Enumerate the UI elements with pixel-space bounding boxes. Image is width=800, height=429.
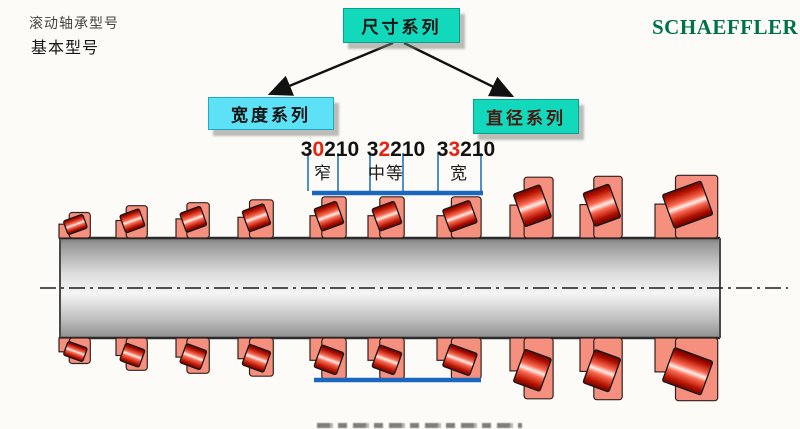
tapered-roller-bearing (436, 337, 482, 380)
tapered-roller-bearing (175, 337, 210, 374)
code-width-digit: 3 (448, 138, 461, 161)
bearing-code-33210: 33210 (420, 138, 512, 162)
width-label-wide: 宽 (450, 164, 468, 183)
tapered-roller-bearing (115, 337, 148, 371)
tapered-roller-bearing (309, 196, 347, 239)
width-label-medium: 中等 (368, 164, 404, 183)
tapered-roller-bearing (175, 202, 210, 239)
code-digit: 3 (436, 138, 449, 161)
flowchart-box-width-series: 宽度系列 (208, 97, 334, 130)
tapered-roller-bearing (58, 211, 91, 239)
tapered-roller-bearing (58, 337, 91, 365)
tapered-roller-bearing (237, 337, 274, 377)
tapered-roller-bearing (579, 175, 623, 239)
flowchart-arrow (403, 41, 515, 98)
code-digits: 210 (460, 138, 496, 161)
tapered-roller-bearing (509, 176, 554, 239)
code-digit: 3 (300, 138, 313, 161)
flowchart-box-label: 尺寸系列 (361, 18, 442, 37)
flowchart-box-label: 直径系列 (486, 109, 566, 128)
schaeffler-logo: SCHAEFFLER (652, 15, 799, 39)
tapered-roller-bearing (237, 199, 274, 239)
tapered-roller-bearing (436, 196, 482, 239)
tapered-roller-bearing (309, 337, 347, 380)
tapered-roller-bearing (579, 337, 623, 401)
code-digits: 210 (390, 138, 426, 161)
tapered-roller-bearing (367, 196, 405, 239)
bearing-code-30210: 30210 (284, 138, 376, 162)
clipped-caption-fragment (317, 423, 522, 428)
flowchart-box-label: 宽度系列 (231, 106, 311, 125)
flowchart-arrow (267, 41, 394, 96)
tapered-roller-bearing (654, 174, 719, 239)
tapered-roller-bearing (115, 205, 148, 239)
code-digits: 210 (324, 138, 360, 161)
watermark-line1: 滚动轴承型号 (29, 17, 119, 32)
code-digit: 3 (366, 138, 379, 161)
flowchart-box-dimension-series: 尺寸系列 (343, 8, 460, 43)
tapered-roller-bearing (367, 337, 405, 380)
code-width-digit: 2 (378, 138, 391, 161)
bearing-code-32210: 32210 (350, 138, 442, 162)
tapered-roller-bearing (654, 337, 719, 402)
watermark-line2: 基本型号 (31, 40, 100, 57)
width-label-narrow: 窄 (314, 164, 332, 183)
tapered-roller-bearing (509, 337, 554, 400)
code-width-digit: 0 (312, 138, 325, 161)
flowchart-box-diameter-series: 直径系列 (473, 99, 579, 134)
